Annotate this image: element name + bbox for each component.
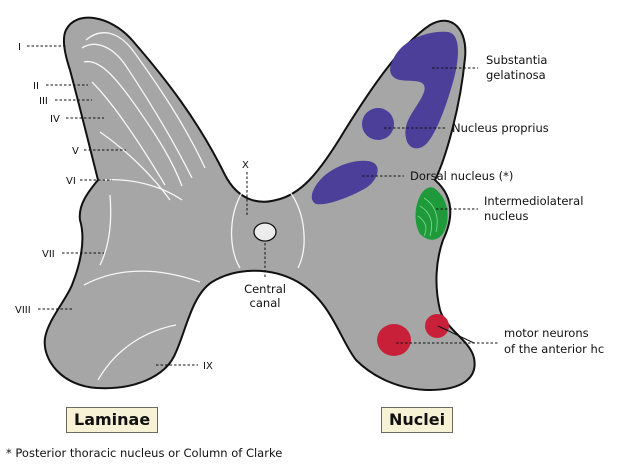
lamina-ix-label: IX [203, 361, 213, 372]
intermediolateral-label-line2: nucleus [484, 209, 528, 223]
substantia-gelatinosa-shape [390, 31, 458, 149]
dorsal-nucleus-label: Dorsal nucleus (*) [410, 169, 513, 183]
substantia-gelatinosa-label-line2: gelatinosa [486, 68, 546, 82]
substantia-gelatinosa-label-line1: Substantia [486, 53, 547, 67]
lamina-ii-label: II [33, 81, 39, 92]
central-canal-label-line1: Central [244, 282, 286, 296]
intermediolateral-shape [415, 187, 448, 240]
nucleus-proprius-shape [362, 108, 394, 140]
lamina-x-label: X [242, 160, 249, 171]
lamina-iii-label: III [39, 96, 48, 107]
dorsal-nucleus-shape [311, 160, 378, 205]
central-canal [253, 222, 277, 242]
gray-matter-outline [43, 16, 476, 392]
motor-neuron-large [377, 324, 411, 356]
intermediolateral-stripes [417, 197, 438, 237]
motor-neurons-label-line2: of the anterior hc [504, 342, 604, 356]
nuclei-box-label: Nuclei [381, 407, 454, 433]
lamina-vii-label: VII [42, 249, 55, 260]
laminae-box-label: Laminae [66, 407, 159, 433]
lamina-vi-label: VI [66, 176, 76, 187]
motor-neuron-small [425, 314, 449, 338]
lamina-iv-label: IV [50, 114, 60, 125]
lamina-viii-label: VIII [15, 305, 31, 316]
intermediolateral-label-line1: Intermediolateral [484, 194, 583, 208]
lamina-leaders [27, 45, 266, 366]
central-canal-label-line2: canal [250, 296, 281, 310]
nucleus-proprius-label: Nucleus proprius [452, 121, 549, 135]
lamina-v-label: V [72, 146, 79, 157]
motor-neurons-label-line1: motor neurons [504, 326, 589, 340]
footnote: * Posterior thoracic nucleus or Column o… [6, 446, 283, 460]
lamina-i-label: I [18, 42, 21, 53]
lamina-boundaries [81, 32, 305, 381]
nuclei-leaders [362, 67, 498, 344]
